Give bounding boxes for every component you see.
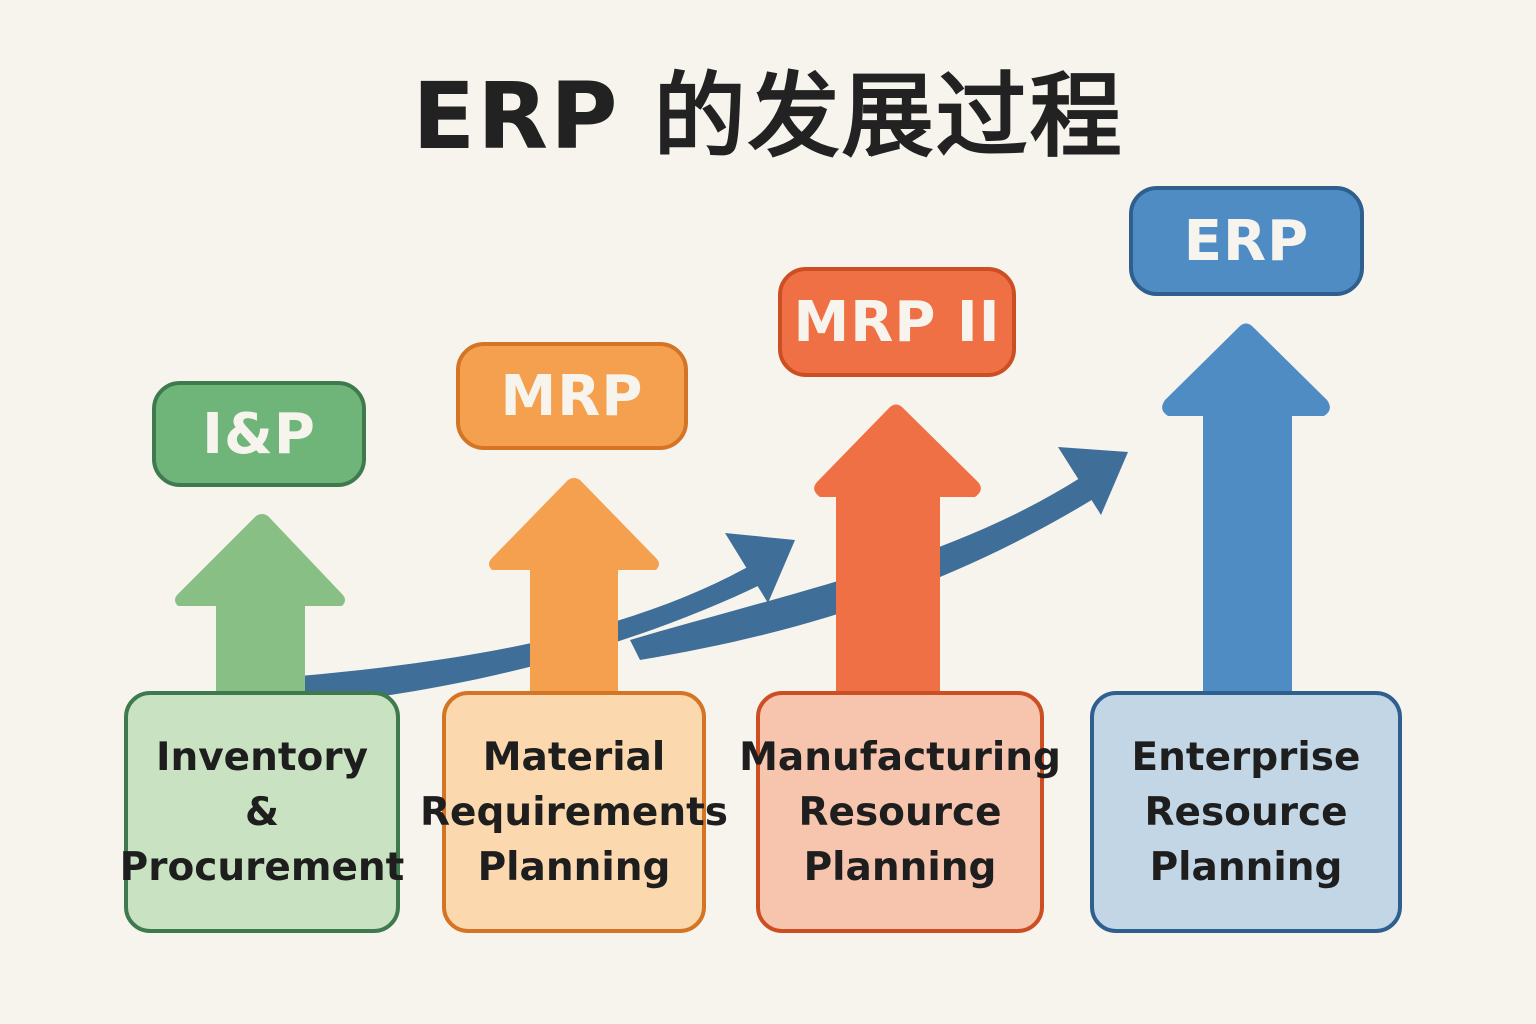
stage-line: Enterprise xyxy=(1131,734,1361,780)
diagram-title: ERP 的发展过程 xyxy=(412,63,1124,170)
stage-abbr-text: MRP xyxy=(500,363,644,429)
stage-abbr-mrp: MRP xyxy=(456,342,688,450)
trend-arrowhead-2 xyxy=(1058,447,1128,515)
stage-box-ip: Inventory & Procurement xyxy=(120,691,404,933)
up-arrow-mrp2 xyxy=(814,404,981,695)
up-arrow-ip xyxy=(175,514,345,695)
up-arrow-erp xyxy=(1162,323,1330,695)
stage-line: Planning xyxy=(477,844,671,890)
stage-abbr-text: MRP II xyxy=(793,289,1001,355)
stage-abbr-mrp2: MRP II xyxy=(778,267,1016,377)
stage-abbr-text: I&P xyxy=(202,401,316,467)
stage-line: & xyxy=(244,789,279,835)
stage-abbr-text: ERP xyxy=(1183,208,1310,274)
trend-arrows xyxy=(300,447,1128,706)
stage-line: Manufacturing xyxy=(739,734,1061,780)
up-arrow-mrp xyxy=(489,478,659,695)
stage-abbr-ip: I&P xyxy=(152,381,366,487)
trend-curve-2 xyxy=(630,478,1095,660)
trend-arrowhead-1 xyxy=(725,533,795,603)
stage-line: Resource xyxy=(798,789,1002,835)
stage-line: Inventory xyxy=(155,734,368,780)
stage-line: Requirements xyxy=(420,789,728,835)
stage-line: Planning xyxy=(803,844,997,890)
stage-box-mrp2: Manufacturing Resource Planning xyxy=(739,691,1061,933)
stage-line: Resource xyxy=(1144,789,1348,835)
stage-line: Planning xyxy=(1149,844,1343,890)
trend-curve-1 xyxy=(300,560,770,706)
stage-line: Procurement xyxy=(119,844,405,890)
stage-abbr-erp: ERP xyxy=(1129,186,1364,296)
stage-box-erp: Enterprise Resource Planning xyxy=(1090,691,1402,933)
stage-line: Material xyxy=(482,734,666,780)
stage-box-mrp: Material Requirements Planning xyxy=(420,691,728,933)
